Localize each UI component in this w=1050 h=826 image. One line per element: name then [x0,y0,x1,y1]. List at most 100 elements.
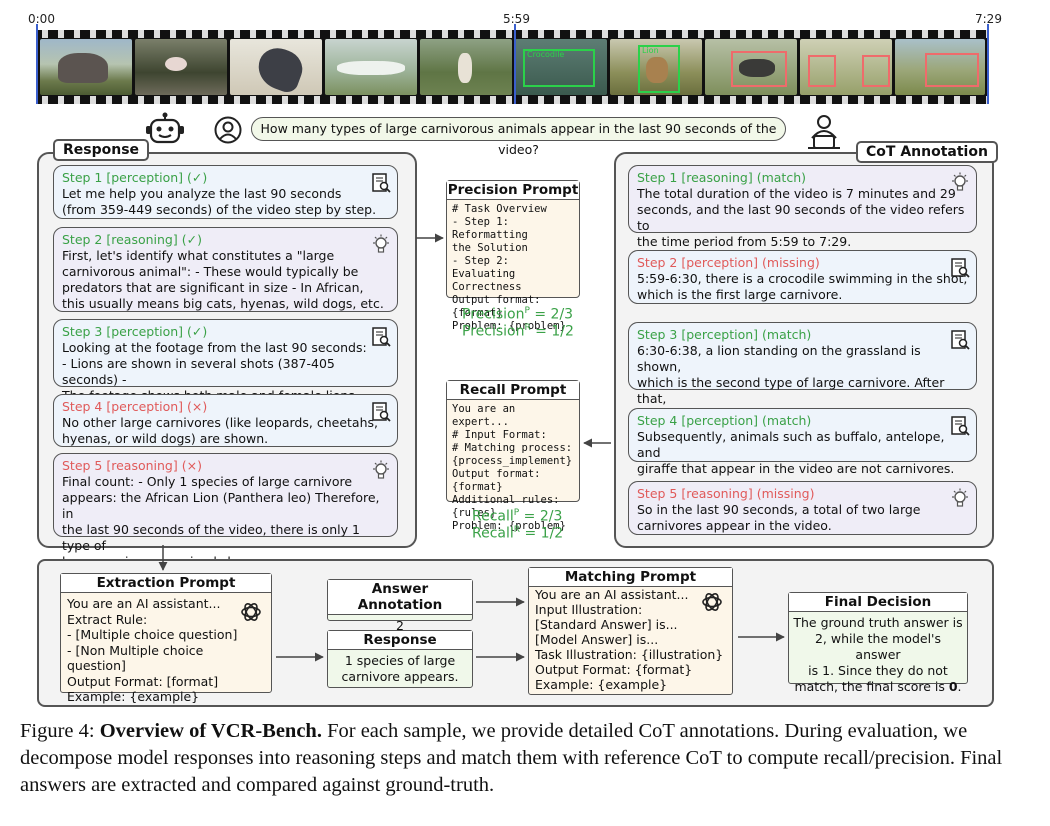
timeline-start-label: 0:00 [28,12,55,26]
crocodile-bounding-box: Crocodile [523,49,595,87]
extraction-prompt-box: Extraction Prompt You are an AI assistan… [60,573,272,704]
film-perforation-bottom [36,96,989,104]
video-frame [230,39,322,95]
step-header: Step 1 [reasoning] (match) [637,170,807,185]
step-text: 5:59-6:30, there is a crocodile swimming… [637,271,968,302]
film-perforation-top [36,30,989,38]
document-search-icon [951,258,970,278]
lightbulb-icon [952,488,968,507]
animal-bounding-box [925,53,979,87]
recall-prompt-text: You are an expert... # Input Format: # M… [452,403,573,532]
openai-logo-icon [241,603,261,621]
metric-value: = 2/3 [529,306,574,323]
step-header: Step 3 [perception] (✓) [62,324,208,339]
document-search-icon [372,402,391,422]
annotator-icon [808,115,840,149]
response-step-1: Step 1 [perception] (✓) Let me help you … [53,165,398,219]
final-decision-title: Final Decision [789,593,967,612]
crocodile-detection-label: Crocodile [527,50,565,59]
step-text: No other large carnivores (like leopards… [62,415,378,446]
precision-r-metric: PrecisionR = 1/2 [462,323,574,340]
caption-label: Figure 4: [20,720,95,742]
document-search-icon [951,416,970,436]
response-step-4: Step 4 [perception] (×) No other large c… [53,394,398,447]
recall-prompt-box: Recall Prompt You are an expert... # Inp… [446,380,580,532]
metric-name: Recall [472,525,514,542]
final-decision-end: . [957,679,962,694]
answer-annotation-title: Answer Annotation [328,580,472,615]
user-icon [214,116,242,144]
step-text: Let me help you analyze the last 90 seco… [62,186,377,217]
lightbulb-icon [373,234,389,253]
metric-superscript: R [513,525,521,535]
question-bubble: How many types of large carnivorous anim… [251,117,786,157]
timeline-mid-marker [514,24,516,104]
precision-p-metric: PrecisionP = 2/3 [462,306,573,323]
response-panel-title: Response [53,139,150,161]
document-search-icon [372,327,391,347]
lightbulb-icon [952,172,968,191]
lion-detection-label: Lion [642,46,659,55]
video-frame [40,39,132,95]
matching-prompt-box: Matching Prompt You are an AI assistant.… [528,567,733,695]
step-header: Step 4 [perception] (match) [637,413,812,428]
video-frame: Crocodile [515,39,607,95]
document-search-icon [372,173,391,193]
answer-annotation-value: 2 [396,618,404,633]
step-text: The total duration of the video is 7 min… [637,186,965,249]
video-filmstrip: Crocodile Lion [36,30,989,104]
animal-bounding-box [731,51,787,87]
response-answer-title: Response [328,631,472,650]
recall-r-metric: RecallR = 1/2 [472,525,563,542]
matching-prompt-title: Matching Prompt [529,568,732,587]
step-header: Step 1 [perception] (✓) [62,170,208,185]
metric-name: Recall [472,508,514,525]
step-header: Step 5 [reasoning] (missing) [637,486,815,501]
step-text: So in the last 90 seconds, a total of tw… [637,502,921,533]
answer-annotation-box: Answer Annotation 2 [327,579,473,633]
step-text: Subsequently, animals such as buffalo, a… [637,429,955,476]
caption-text: For each sample, we provide detailed CoT… [20,720,1003,796]
timeline-start-marker [36,24,38,104]
cot-step-1: Step 1 [reasoning] (match) The total dur… [628,165,977,249]
final-decision-box: Final Decision The ground truth answer i… [788,592,968,694]
metric-name: Precision [462,323,525,340]
metric-value: = 1/2 [520,525,564,542]
metric-value: = 1/2 [530,323,574,340]
cot-step-3: Step 3 [perception] (match) 6:30-6:38, a… [628,322,977,422]
metric-name: Precision [462,306,525,323]
matching-prompt-text: You are an AI assistant... Input Illustr… [535,587,724,692]
figure-caption: Figure 4: Overview of VCR-Bench. For eac… [20,718,1030,799]
precision-prompt-title: Precision Prompt [447,181,579,200]
recall-p-metric: RecallP = 2/3 [472,508,562,525]
cot-step-5: Step 5 [reasoning] (missing) So in the l… [628,481,977,535]
precision-prompt-text: # Task Overview - Step 1: Reformatting t… [452,203,566,332]
recall-prompt-title: Recall Prompt [447,381,579,400]
metric-superscript: P [513,508,520,518]
final-score: 0 [948,679,958,694]
animal-bounding-box [862,55,890,87]
document-search-icon [951,330,970,350]
cot-panel-title: CoT Annotation [856,141,998,163]
video-frame: Lion [610,39,702,95]
extraction-prompt-text: You are an AI assistant... Extract Rule:… [67,596,238,704]
metric-superscript: P [524,306,530,316]
robot-icon [146,112,184,144]
cot-step-2: Step 2 [perception] (missing) 5:59-6:30,… [628,250,977,304]
video-frame [895,39,985,95]
video-frame [705,39,797,95]
timeline-mid-label: 5:59 [503,12,530,26]
step-header: Step 2 [perception] (missing) [637,255,820,270]
response-answer-value: 1 species of large carnivore appears. [341,653,459,684]
metric-value: = 2/3 [519,508,563,525]
step-header: Step 5 [reasoning] (×) [62,458,202,473]
step-header: Step 2 [reasoning] (✓) [62,232,202,247]
video-frame [135,39,227,95]
step-text: First, let's identify what constitutes a… [62,248,384,311]
response-answer-box: Response 1 species of large carnivore ap… [327,630,473,688]
precision-prompt-box: Precision Prompt # Task Overview - Step … [446,180,580,332]
extraction-prompt-title: Extraction Prompt [61,574,271,593]
openai-logo-icon [702,593,722,611]
caption-title: Overview of VCR-Bench. [99,720,322,742]
